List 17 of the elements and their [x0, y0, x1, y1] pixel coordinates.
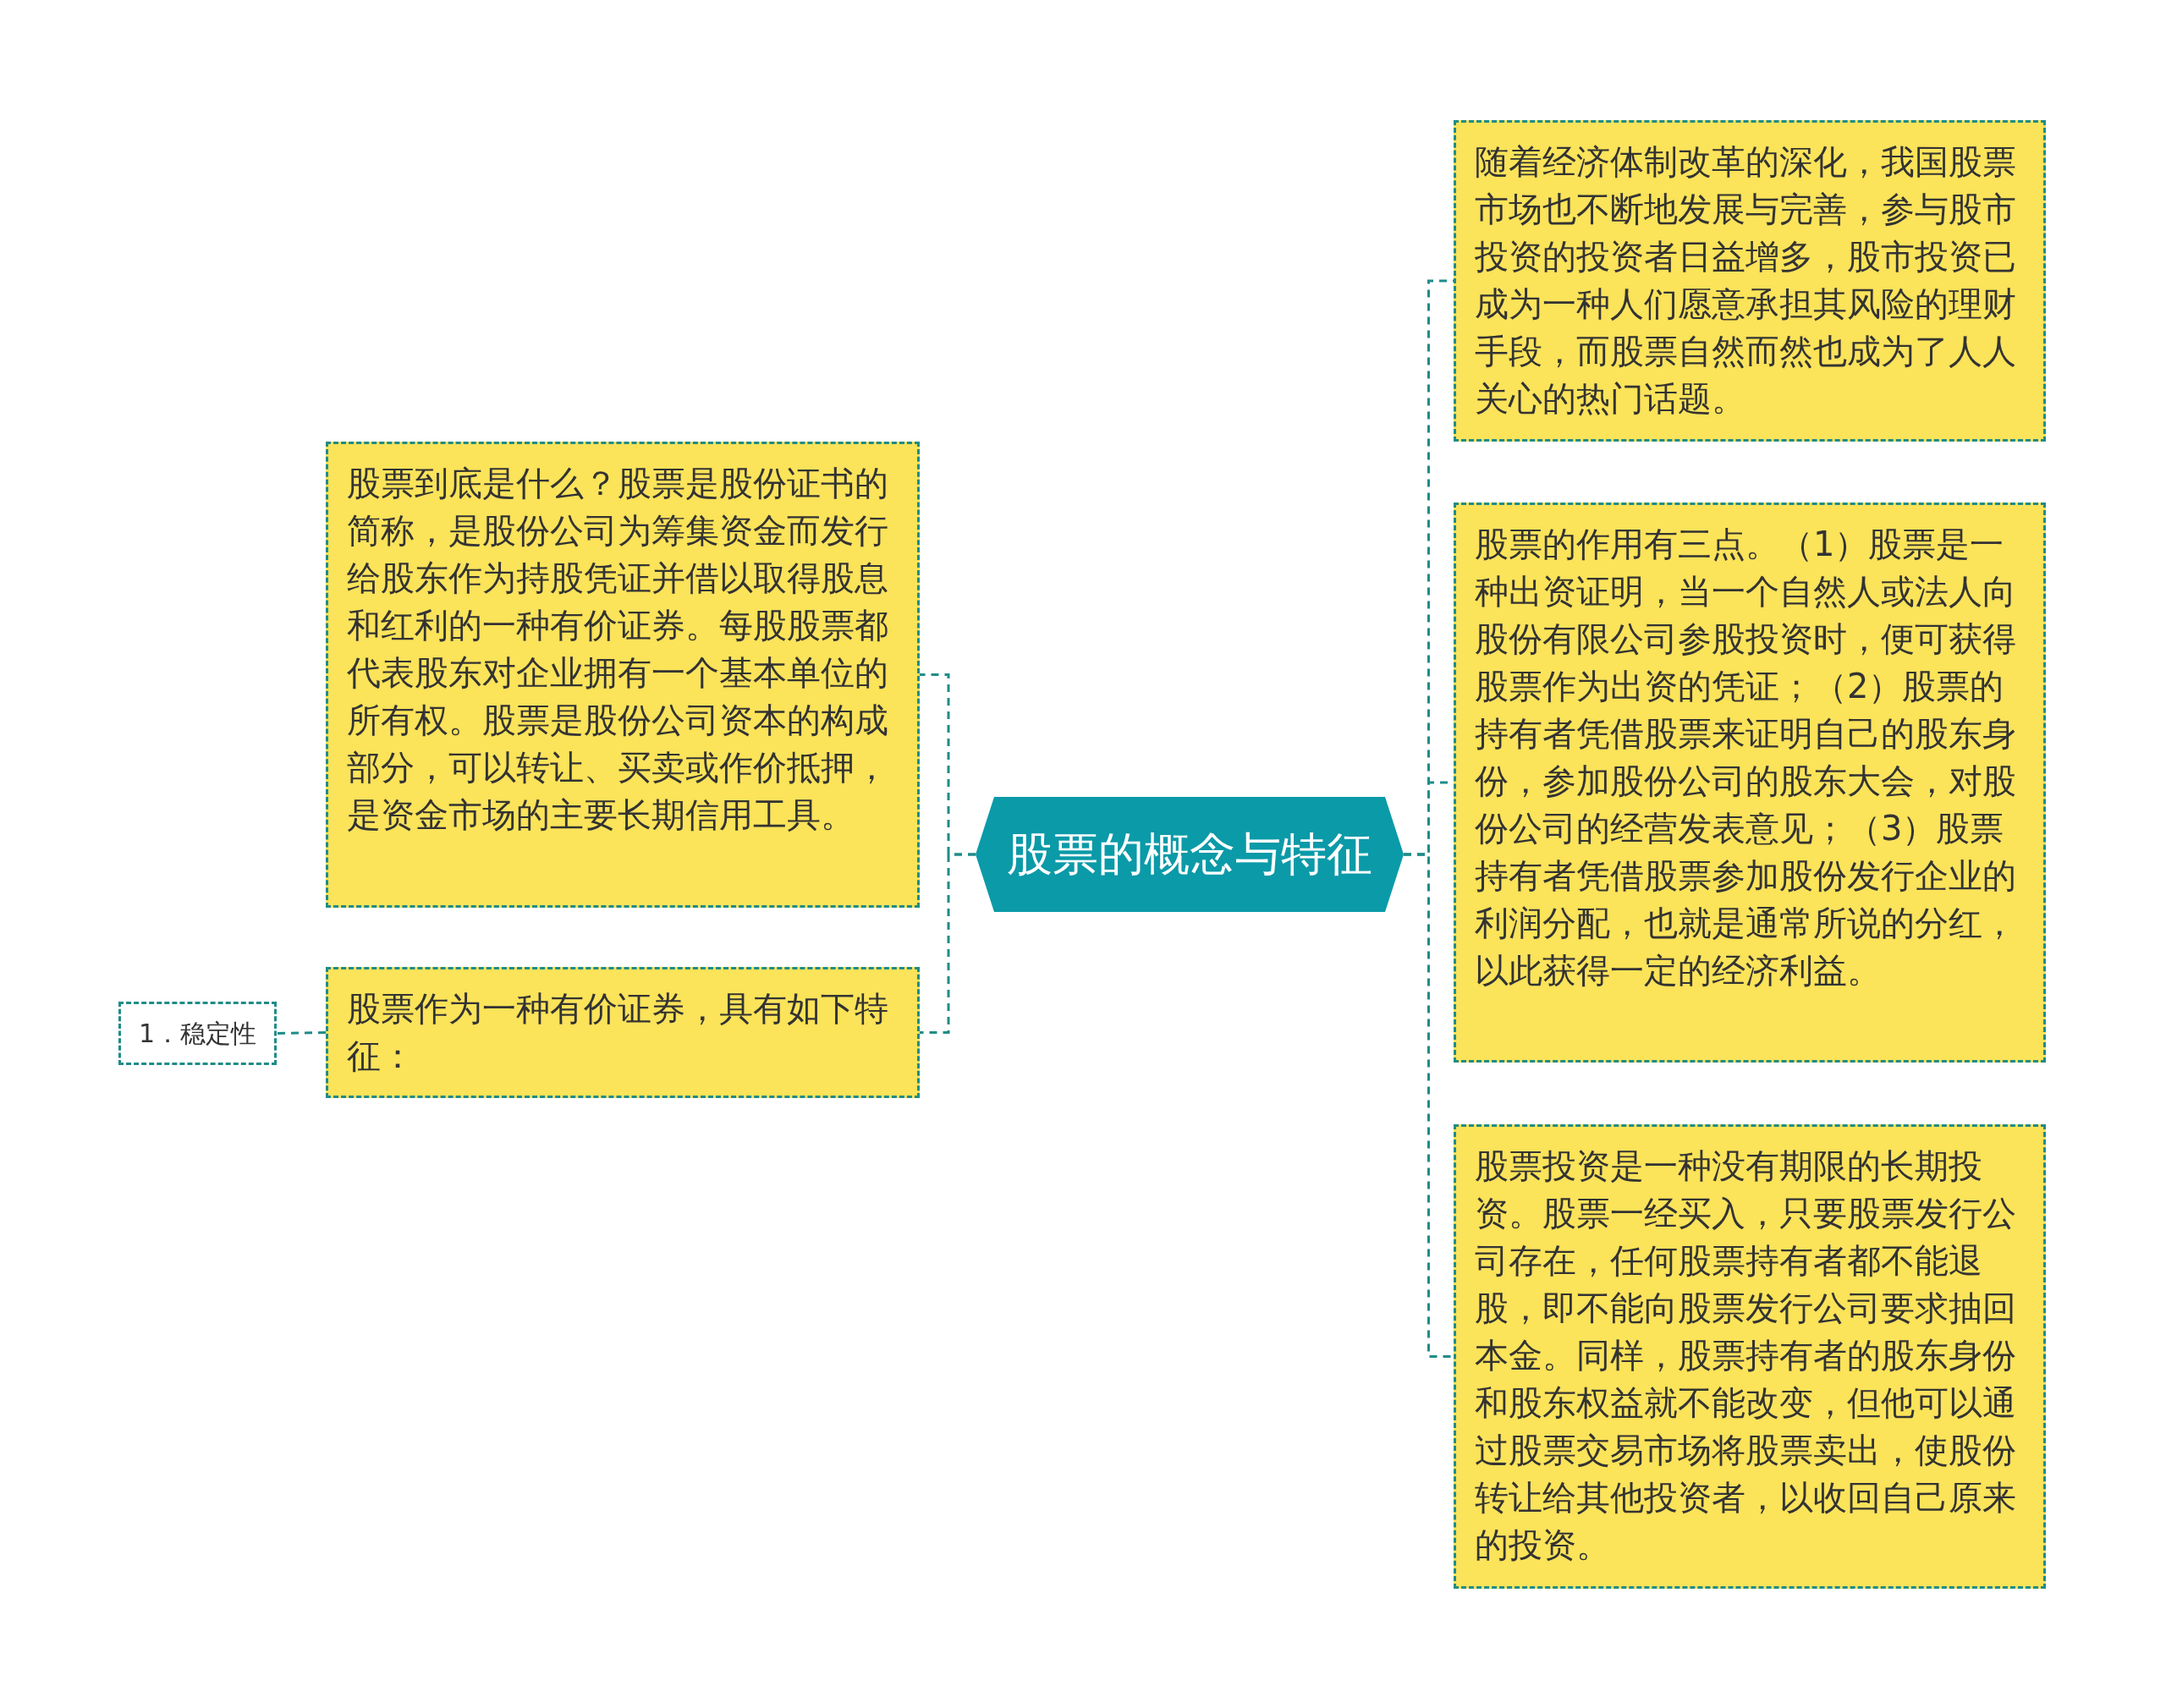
note-card	[326, 967, 920, 1098]
node-text: 股票到底是什么？股票是股份证书的简称，是股份公司为筹集资金而发行给股东作为持股凭证并借以取得股息和红利的一种有价证券。每股股票都代表股东对企业拥有一个基本单位的所有权。股票是股份公司资本的构成部分，可以转让、买卖或作价抵押，是资金市场的主要长期信用工具。	[347, 463, 889, 836]
note-card	[326, 442, 920, 908]
node-text: 股票投资是一种没有期限的长期投资。股票一经买入，只要股票发行公司存在，任何股票持有者都不能退股，即不能向股票发行公司要求抽回本金。同样，股票持有者的股东身份和股东权益就不能改变，但他可以通过股票交易市场将股票卖出，使股份转让给其他投资者，以收回自己原来的投资。	[1475, 1145, 2017, 1566]
subtopic-box	[118, 1002, 277, 1065]
connector	[276, 1031, 327, 1035]
node-text: 股票的作用有三点。（1）股票是一种出资证明，当一个自然人或法人向股份有限公司参股投资时，便可获得股票作为出资的凭证；（2）股票的持有者凭借股票来证明自己的股东身份，参加股份公司的股东大会，对股份公司的经营发表意见；（3）股票持有者凭借股票参加股份发行企业的利润分配，也就是通常所说的分红，以此获得一定的经济利益。	[1475, 524, 2017, 991]
topic-hexagon	[976, 797, 1404, 912]
node-text: 股票作为一种有价证券，具有如下特征：	[347, 988, 889, 1077]
connector	[920, 853, 976, 1034]
node-text: 1．稳定性	[138, 1017, 257, 1050]
note-card	[1454, 1124, 2046, 1589]
node-text: 股票的概念与特征	[1007, 827, 1372, 881]
note-card	[1454, 120, 2046, 442]
note-card	[1454, 503, 2046, 1063]
connector	[1404, 853, 1454, 1358]
node-text: 随着经济体制改革的深化，我国股票市场也不断地发展与完善，参与股市投资的投资者日益增多，股市投资已成为一种人们愿意承担其风险的理财手段，而股票自然而然也成为了人人关心的热门话题。	[1475, 141, 2017, 420]
